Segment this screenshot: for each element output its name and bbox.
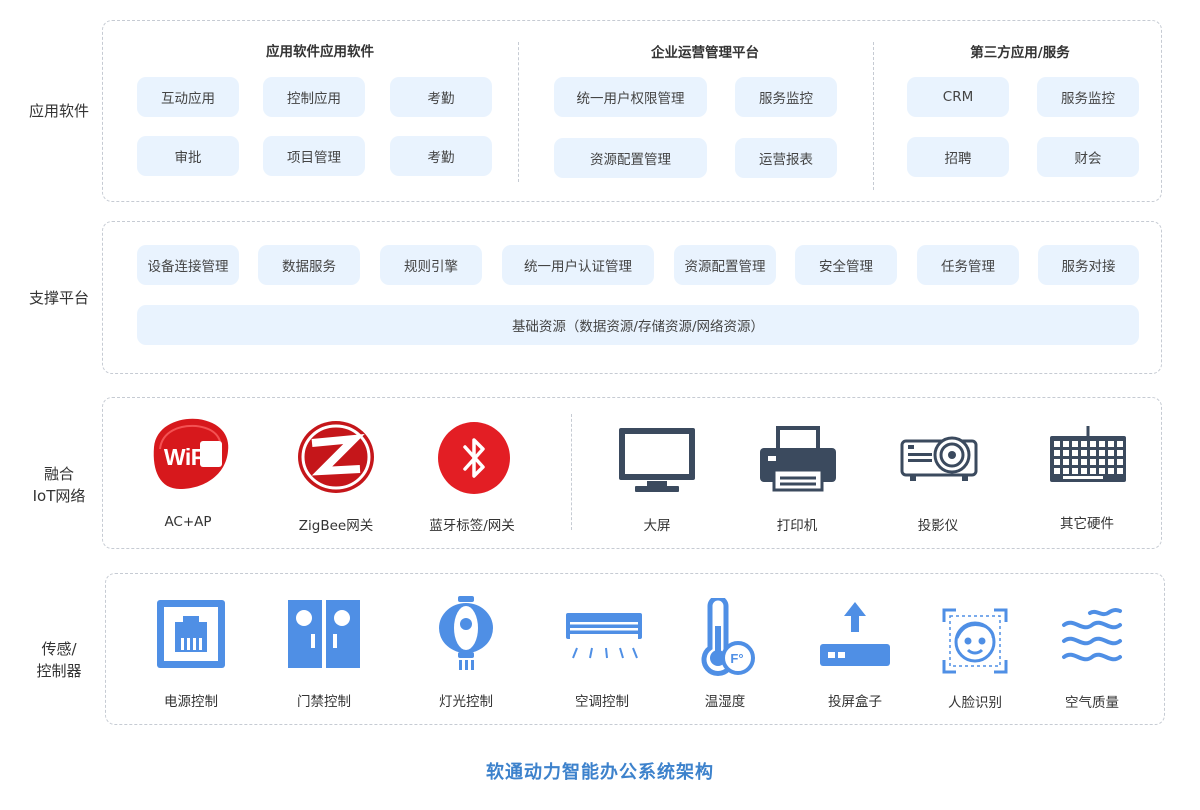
iot-label-zigbee: ZigBee网关	[298, 518, 374, 534]
keyboard-icon	[1048, 426, 1128, 488]
cast-box-icon	[818, 600, 892, 672]
app-pill-ops-report[interactable]: 运营报表	[735, 138, 837, 178]
iot-label-printer: 打印机	[776, 518, 818, 534]
iot-panel	[102, 397, 1162, 549]
app-pill-project[interactable]: 项目管理	[263, 136, 365, 176]
zigbee-logo-icon	[296, 419, 376, 499]
printer-icon	[758, 426, 838, 496]
air-waves-icon	[1060, 605, 1124, 673]
support-pill-resource-config[interactable]: 资源配置管理	[674, 245, 776, 285]
sensor-label-face: 人脸识别	[948, 695, 1002, 711]
bluetooth-logo-icon	[436, 421, 512, 499]
support-pill-security[interactable]: 安全管理	[795, 245, 897, 285]
support-panel	[102, 221, 1162, 374]
app-pill-service-monitor[interactable]: 服务监控	[735, 77, 837, 117]
monitor-icon	[617, 426, 697, 498]
iot-label-other-hardware: 其它硬件	[1060, 516, 1114, 532]
door-icon	[288, 600, 360, 672]
app-pill-control[interactable]: 控制应用	[263, 77, 365, 117]
app-pill-finance[interactable]: 财会	[1037, 137, 1139, 177]
power-socket-icon	[155, 598, 227, 674]
iot-label-acap: AC+AP	[164, 514, 212, 530]
layer-label-iot-line2: IoT网络	[32, 487, 86, 505]
lantern-icon	[436, 596, 496, 678]
air-conditioner-icon	[565, 612, 643, 664]
face-scan-icon	[942, 608, 1008, 678]
wifi-logo-text: WiFi	[164, 444, 210, 470]
support-pill-task[interactable]: 任务管理	[917, 245, 1019, 285]
support-pill-data-service[interactable]: 数据服务	[258, 245, 360, 285]
svg-text:F°: F°	[730, 651, 743, 666]
app-pill-resource-config[interactable]: 资源配置管理	[554, 138, 707, 178]
sensor-label-door: 门禁控制	[297, 694, 351, 710]
wifi-logo-icon: WiFi	[146, 415, 232, 497]
app-pill-user-permission[interactable]: 统一用户权限管理	[554, 77, 707, 117]
support-pill-user-auth[interactable]: 统一用户认证管理	[502, 245, 654, 285]
app-pill-recruit[interactable]: 招聘	[907, 137, 1009, 177]
sensor-label-ac: 空调控制	[575, 694, 629, 710]
sensor-panel	[105, 573, 1165, 725]
thermometer-icon: F°	[700, 595, 760, 682]
iot-label-screen: 大屏	[643, 518, 671, 534]
app-pill-approval[interactable]: 审批	[137, 136, 239, 176]
layer-label-app: 应用软件	[28, 102, 89, 120]
group-title-enterprise-ops: 企业运营管理平台	[651, 45, 759, 61]
support-pill-rule-engine[interactable]: 规则引擎	[380, 245, 482, 285]
app-panel	[102, 20, 1162, 202]
app-pill-crm[interactable]: CRM	[907, 77, 1009, 117]
layer-label-sensor: 传感/ 控制器	[14, 638, 104, 682]
app-pill-interactive[interactable]: 互动应用	[137, 77, 239, 117]
sensor-label-temp-humidity: 温湿度	[704, 694, 746, 710]
group-title-app-software: 应用软件应用软件	[266, 44, 374, 60]
app-pill-service-monitor-2[interactable]: 服务监控	[1037, 77, 1139, 117]
diagram-caption: 软通动力智能办公系统架构	[486, 762, 714, 783]
sensor-label-power: 电源控制	[164, 694, 218, 710]
sensor-label-cast-box: 投屏盒子	[828, 694, 882, 710]
group-title-third-party: 第三方应用/服务	[970, 45, 1070, 61]
layer-label-sensor-line1: 传感/	[41, 640, 77, 658]
layer-label-sensor-line2: 控制器	[36, 662, 82, 680]
support-pill-device-connect[interactable]: 设备连接管理	[137, 245, 239, 285]
iot-divider	[571, 414, 572, 530]
group-divider	[518, 42, 519, 182]
support-base-resources[interactable]: 基础资源（数据资源/存储资源/网络资源）	[137, 305, 1139, 345]
support-pill-service-dock[interactable]: 服务对接	[1038, 245, 1139, 285]
app-pill-attendance[interactable]: 考勤	[390, 77, 492, 117]
group-divider	[873, 42, 874, 190]
layer-label-iot: 融合 IoT网络	[14, 463, 104, 507]
sensor-label-light: 灯光控制	[439, 694, 493, 710]
sensor-label-air-quality: 空气质量	[1065, 695, 1119, 711]
layer-label-iot-line1: 融合	[43, 465, 74, 483]
app-pill-attendance-2[interactable]: 考勤	[390, 136, 492, 176]
projector-icon	[900, 431, 980, 487]
iot-label-bluetooth: 蓝牙标签/网关	[429, 518, 515, 534]
iot-label-projector: 投影仪	[917, 518, 959, 534]
layer-label-support: 支撑平台	[28, 289, 89, 307]
